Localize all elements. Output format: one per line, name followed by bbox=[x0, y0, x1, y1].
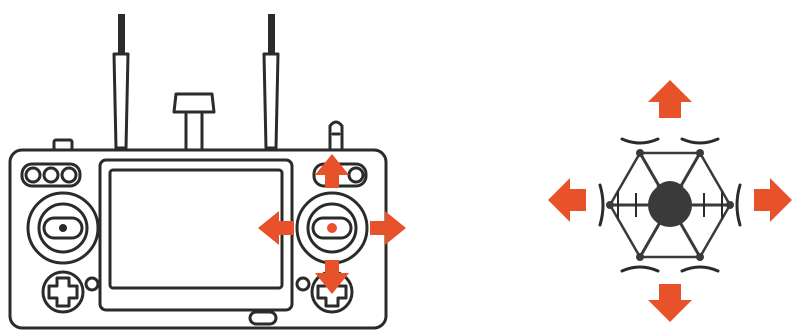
drone-arrow-up-icon bbox=[648, 80, 692, 118]
hexacopter-drone bbox=[598, 137, 742, 273]
drone-arrow-left-icon bbox=[548, 178, 586, 222]
stick-arrow-up-icon bbox=[315, 154, 349, 188]
drone-body-nose bbox=[656, 181, 684, 187]
bottom-center-button bbox=[248, 310, 278, 326]
top-left-buttons bbox=[20, 162, 82, 188]
right-shoulder-wheel bbox=[328, 120, 344, 152]
drone-frame-details bbox=[617, 191, 723, 219]
drone-body bbox=[648, 183, 692, 227]
drone-arrow-right-icon bbox=[754, 178, 792, 222]
drone-arrows bbox=[548, 80, 792, 322]
left-dpad bbox=[41, 270, 100, 314]
drone-arrow-down-icon bbox=[648, 284, 692, 322]
right-stick bbox=[295, 191, 369, 265]
right-dpad bbox=[295, 270, 354, 314]
screen bbox=[98, 158, 294, 312]
stick-arrow-right-icon bbox=[370, 211, 406, 245]
left-antenna bbox=[112, 14, 130, 150]
center-antenna bbox=[172, 92, 216, 152]
drone-rotors bbox=[598, 137, 742, 273]
stick-arrow-left-icon bbox=[258, 211, 294, 245]
stick-arrow-down-icon bbox=[315, 260, 349, 294]
right-stick-arrows bbox=[258, 154, 406, 294]
left-stick bbox=[26, 191, 100, 265]
right-antenna bbox=[262, 14, 280, 150]
